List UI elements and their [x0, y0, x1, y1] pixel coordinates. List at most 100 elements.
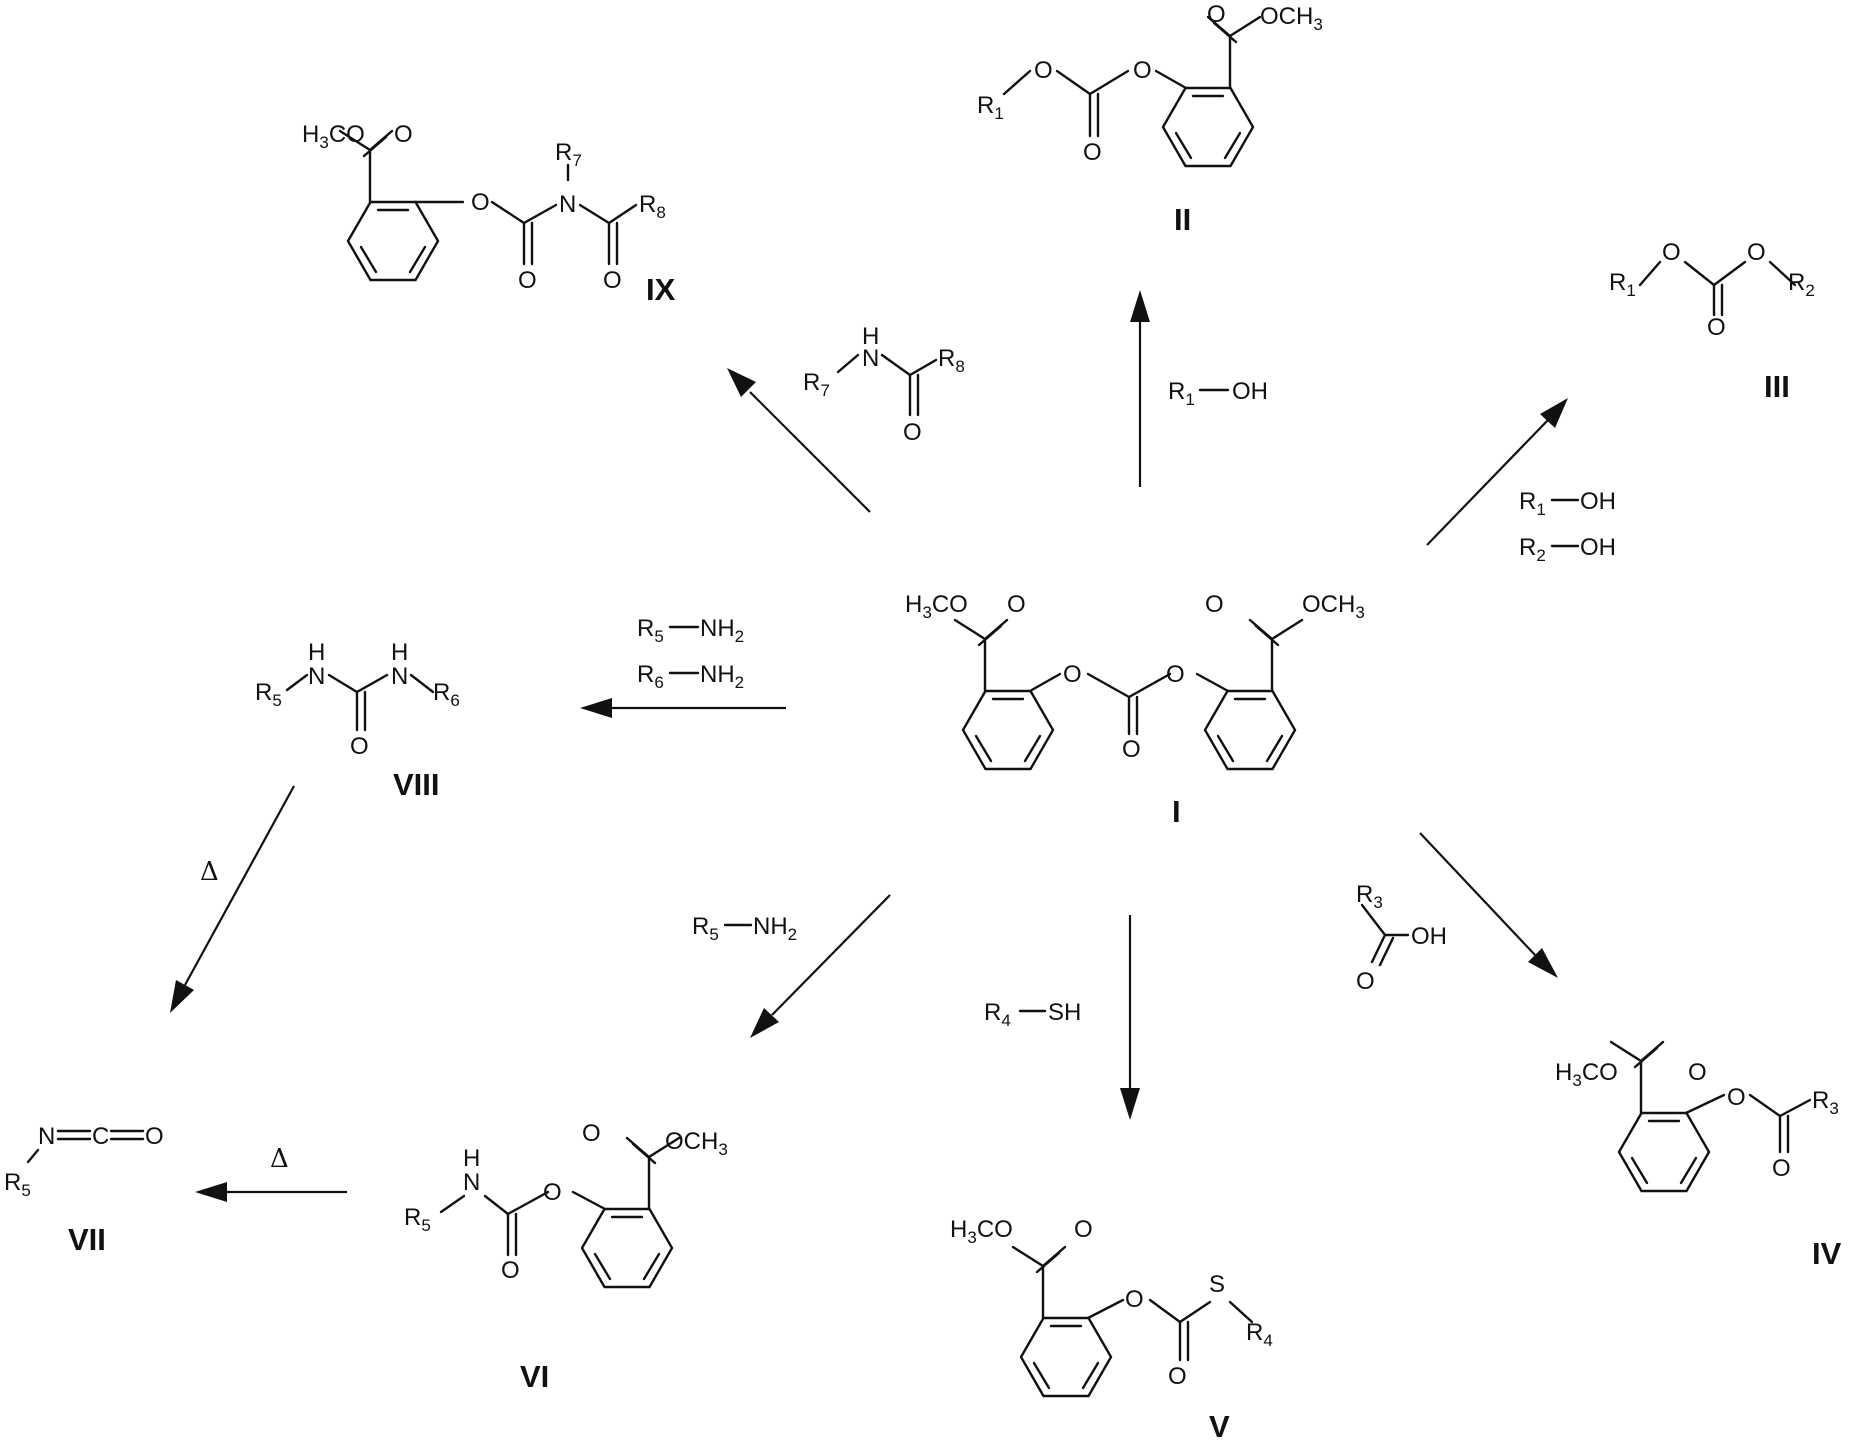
compound-IX-structure: H3CO O O N R7 R8 O O IX	[302, 121, 676, 307]
atom-label: O	[582, 1120, 601, 1147]
compound-VI-structure: O OCH3 O N H R5 O VI	[404, 1120, 728, 1394]
atom-label: O	[1034, 57, 1053, 84]
atom-label: R6	[433, 679, 460, 710]
atom-label: H3CO	[1555, 1059, 1618, 1090]
atom-label: O	[543, 1179, 562, 1206]
atom-label: O	[394, 121, 413, 148]
reagent-thiol-r4: R4 SH	[984, 999, 1081, 1030]
compound-label-V: V	[1209, 1409, 1230, 1442]
heat-condition-viii-to-vii: Δ	[200, 857, 219, 887]
atom-label: O	[603, 267, 622, 294]
atom-label: R6	[637, 661, 664, 692]
compound-IV-structure: H3CO O O R3 O IV	[1555, 1040, 1842, 1271]
atom-label: O	[1688, 1059, 1707, 1086]
atom-label: OH	[1580, 534, 1616, 561]
atom-label: O	[1727, 1084, 1746, 1111]
atom-label: O	[1063, 661, 1082, 688]
compound-label-II: II	[1174, 202, 1191, 237]
reagent-carboxylic-acid-r3: R3 OH O	[1356, 881, 1447, 995]
compound-V-structure: H3CO O O S R4 O V	[950, 1216, 1273, 1442]
atom-label: OCH3	[665, 1128, 728, 1159]
compound-VIII-structure: H N H N R5 R6 O VIII	[255, 639, 460, 802]
compound-II-structure: O OCH3 O O O R1 II	[977, 1, 1323, 237]
reagent-alcohol-r1: R1 OH	[1168, 378, 1268, 409]
atom-label: O	[903, 419, 922, 446]
arrow-vi-to-vii	[195, 1182, 347, 1202]
atom-label: R5	[4, 1169, 31, 1200]
atom-label: R5	[637, 615, 664, 646]
atom-label: R1	[1168, 378, 1195, 409]
atom-label: C	[92, 1123, 109, 1150]
atom-label: O	[518, 267, 537, 294]
atom-label: O	[1662, 239, 1681, 266]
atom-label: NH2	[700, 615, 744, 646]
atom-label: R5	[404, 1204, 431, 1235]
compound-label-VI: VI	[520, 1359, 549, 1394]
arrow-viii-to-vii	[170, 785, 295, 1013]
atom-label: N	[391, 663, 408, 690]
compound-label-IX: IX	[646, 272, 676, 307]
atom-label: N	[38, 1123, 55, 1150]
atom-label: R5	[255, 679, 282, 710]
atom-label: O	[501, 1257, 520, 1284]
reagent-amine-r5: R5 NH2	[692, 913, 797, 944]
compound-VII-structure: N C O R5 VII	[4, 1123, 164, 1257]
atom-label: R1	[1609, 269, 1636, 300]
atom-label: R2	[1519, 534, 1546, 565]
atom-label: R4	[984, 999, 1011, 1030]
atom-label: OCH3	[1260, 3, 1323, 34]
atom-label: O	[1168, 1363, 1187, 1390]
atom-label: H3CO	[950, 1216, 1013, 1247]
compound-label-IV: IV	[1812, 1236, 1842, 1271]
atom-label: O	[350, 733, 369, 760]
atom-label: H	[463, 1145, 480, 1172]
atom-label: R5	[692, 913, 719, 944]
atom-label: R8	[938, 345, 965, 376]
atom-label: O	[1356, 968, 1375, 995]
atom-label: H	[862, 323, 879, 350]
atom-label: OH	[1580, 488, 1616, 515]
arrow-i-to-ix	[727, 368, 871, 513]
atom-label: NH2	[700, 661, 744, 692]
atom-label: H3CO	[905, 591, 968, 622]
atom-label: O	[1125, 1286, 1144, 1313]
atom-label: O	[1772, 1155, 1791, 1182]
atom-label: H3CO	[302, 121, 365, 152]
compound-label-VII: VII	[68, 1222, 106, 1257]
atom-label: N	[862, 345, 879, 372]
atom-label: N	[308, 663, 325, 690]
atom-label: OH	[1232, 378, 1268, 405]
compound-III-structure: R1 O O O R2 III	[1609, 239, 1815, 404]
atom-label: O	[1007, 591, 1026, 618]
atom-label: R1	[977, 92, 1004, 123]
atom-label: N	[463, 1169, 480, 1196]
arrow-i-to-vi	[750, 894, 891, 1038]
atom-label: NH2	[753, 913, 797, 944]
compound-I-structure: H3CO O O O O O OCH3 I	[905, 591, 1365, 829]
compound-label-III: III	[1764, 369, 1790, 404]
atom-label: O	[1747, 239, 1766, 266]
atom-label: N	[559, 191, 576, 218]
atom-label: O	[1707, 314, 1726, 341]
reagent-alcohols-r1-r2: R1 OH R2 OH	[1519, 488, 1616, 565]
compound-label-VIII: VIII	[393, 767, 440, 802]
atom-label: R4	[1246, 1319, 1273, 1350]
atom-label: H	[391, 639, 408, 666]
atom-label: R2	[1788, 269, 1815, 300]
arrow-i-to-iv	[1419, 832, 1558, 978]
heat-condition-vi-to-vii: Δ	[270, 1144, 289, 1174]
atom-label: S	[1209, 1271, 1225, 1298]
atom-label: R3	[1812, 1087, 1839, 1118]
atom-label: SH	[1048, 999, 1081, 1026]
atom-label: R8	[639, 191, 666, 222]
atom-label: O	[145, 1123, 164, 1150]
compound-label-I: I	[1172, 794, 1181, 829]
reagent-amide: H N R7 R8 O	[803, 323, 965, 446]
arrow-i-to-ii	[1130, 290, 1150, 487]
atom-label: O	[1207, 1, 1226, 28]
atom-label: R3	[1356, 881, 1383, 912]
atom-label: O	[471, 189, 490, 216]
atom-label: O	[1074, 1216, 1093, 1243]
atom-label: OCH3	[1302, 591, 1365, 622]
